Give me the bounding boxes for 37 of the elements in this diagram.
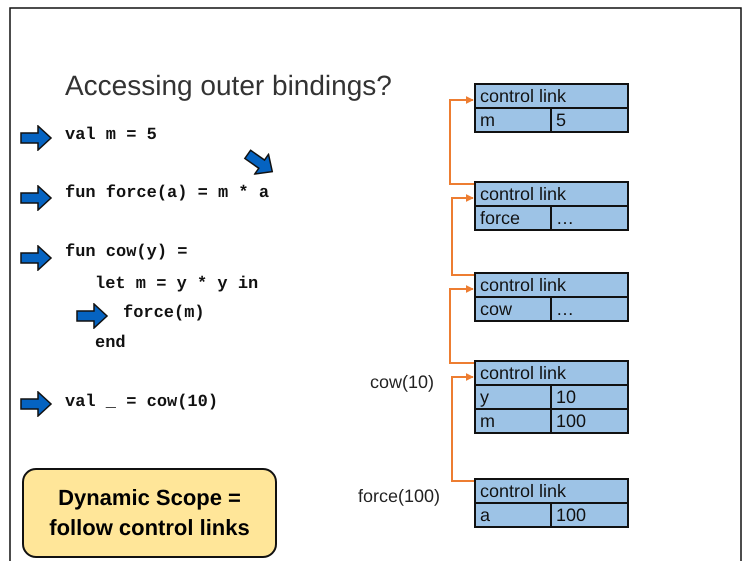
call-label: force(100) [358, 486, 440, 507]
callout-box: Dynamic Scope = follow control links [22, 468, 277, 558]
activation-record [474, 181, 629, 231]
variable-value: … [555, 298, 575, 320]
code-line: val _ = cow(10) [65, 393, 218, 413]
activation-record [474, 83, 629, 133]
variable-name: m [476, 410, 552, 432]
control-link-arrow [451, 373, 474, 482]
variable-name: a [476, 504, 552, 526]
activation-record [474, 272, 629, 322]
variable-name: force [476, 207, 552, 229]
record-field: control link [476, 183, 627, 205]
variable-value: 10 [555, 386, 578, 408]
variable-value: 100 [555, 504, 588, 526]
slide-title: Accessing outer bindings? [65, 70, 392, 102]
control-link-arrow [451, 194, 474, 276]
code-line: end [95, 334, 126, 354]
code-line: fun force(a) = m * a [65, 184, 270, 204]
record-field: control link [476, 362, 627, 384]
variable-value: … [555, 207, 575, 229]
activation-record [474, 360, 629, 434]
activation-record [474, 478, 629, 528]
variable-name: y [476, 386, 552, 408]
record-field: control link [476, 274, 627, 296]
code-line: fun cow(y) = [65, 243, 188, 263]
code-line: let m = y * y in [95, 275, 258, 295]
variable-name: cow [476, 298, 552, 320]
variable-name: m [476, 109, 552, 131]
control-link-arrow [449, 96, 474, 185]
record-field: control link [476, 85, 627, 107]
record-field: control link [476, 480, 627, 502]
code-line: val m = 5 [65, 126, 157, 146]
variable-value: 100 [555, 410, 588, 432]
variable-value: 5 [555, 109, 568, 131]
call-label: cow(10) [370, 372, 434, 393]
control-link-arrow [449, 285, 474, 364]
code-line: force(m) [123, 304, 205, 324]
